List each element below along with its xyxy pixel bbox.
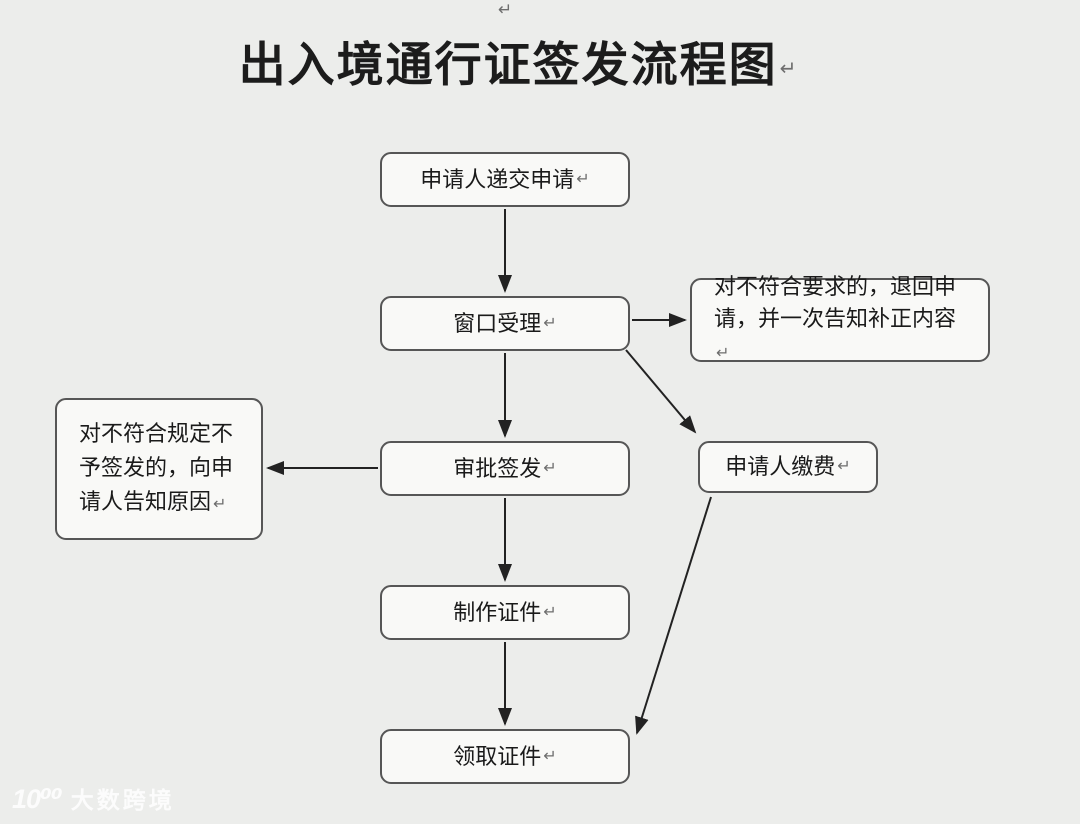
node-label: 对不符合规定不予签发的，向申请人告知原因 [79,420,234,514]
paragraph-mark: ↵ [213,495,227,513]
watermark-brand-text: 大数跨境 [70,787,175,813]
paragraph-mark: ↵ [716,344,730,362]
node-label: 审批签发 [453,455,542,481]
node-label: 申请人缴费 [725,454,836,480]
node-collect-document: 领取证件↵ [380,729,630,784]
node-label: 对不符合要求的，退回申请，并一次告知补正内容 [714,273,957,331]
node-notify-refusal-reason: 对不符合规定不予签发的，向申请人告知原因↵ [55,398,263,540]
edge-window-to-pay [625,349,697,434]
watermark: 10⁰⁰ 大数跨境 [12,781,175,815]
node-approval-issuance: 审批签发↵ [380,441,630,496]
node-label: 领取证件 [453,743,542,769]
node-label: 制作证件 [453,599,542,625]
paragraph-mark-title: ↵ [779,58,797,80]
paragraph-mark: ↵ [543,459,557,477]
watermark-logo: 10⁰⁰ [12,784,63,814]
paragraph-mark: ↵ [543,603,557,621]
node-applicant-payment: 申请人缴费↵ [698,441,878,493]
paragraph-mark: ↵ [576,170,590,188]
edge-pay-to-collect [635,496,712,735]
paragraph-mark: ↵ [543,314,557,332]
node-label: 窗口受理 [453,310,542,336]
node-label: 申请人递交申请 [420,166,575,192]
node-window-acceptance: 窗口受理↵ [380,296,630,351]
page-title-text: 出入境通行证签发流程图 [238,38,778,91]
node-return-application: 对不符合要求的，退回申请，并一次告知补正内容 ↵ [690,274,990,362]
node-make-document: 制作证件↵ [380,585,630,640]
page-title: 出入境通行证签发流程图↵ [0,26,1035,95]
paragraph-mark: ↵ [543,747,557,765]
node-submit-application: 申请人递交申请↵ [380,152,630,207]
paragraph-mark-top: ↵ [498,0,513,19]
paragraph-mark: ↵ [837,458,851,476]
